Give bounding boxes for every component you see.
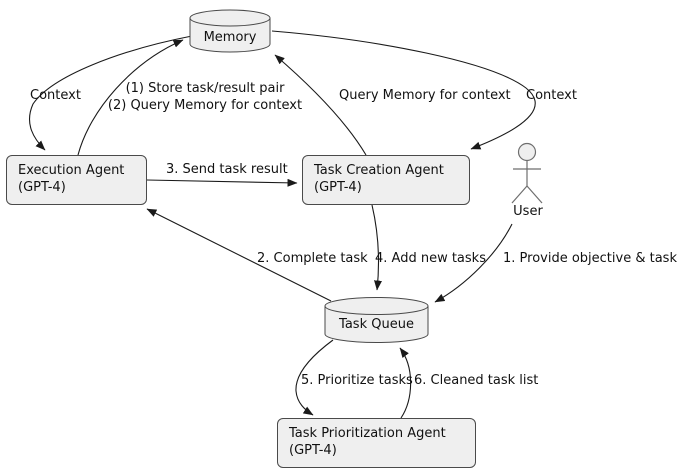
edge-label-store-query: (1) Store task/result pair (2) Query Mem… — [100, 80, 310, 114]
edge-user-to-task-queue — [434, 223, 513, 303]
execution-agent-name: Execution Agent — [18, 163, 125, 178]
edge-label-query-memory: Query Memory for context — [339, 88, 511, 103]
memory-cylinder — [189, 9, 271, 53]
edge-task-creation-agent-to-task-queue — [371, 204, 382, 291]
edge-memory-to-execution-agent — [28, 35, 193, 151]
edge-execution-agent-to-task-creation-agent — [146, 178, 298, 187]
edge-label-prioritize-tasks: 5. Prioritize tasks — [301, 373, 413, 388]
edge-label-add-new-tasks: 4. Add new tasks — [375, 251, 486, 266]
edges — [28, 30, 536, 419]
edge-task-prioritization-agent-to-task-queue — [399, 347, 412, 419]
edge-label-provide-objective: 1. Provide objective & task — [503, 251, 677, 266]
user-label: User — [513, 204, 543, 219]
task-creation-agent-name: Task Creation Agent — [314, 163, 444, 178]
memory-label: Memory — [203, 30, 257, 45]
task-prioritization-agent-name: Task Prioritization Agent — [289, 426, 446, 441]
edge-label-store-query-line2: (2) Query Memory for context — [107, 98, 303, 113]
task-creation-agent-node: Task Creation Agent (GPT-4) — [302, 155, 470, 205]
edge-label-cleaned-task-list: 6. Cleaned task list — [414, 373, 539, 388]
edge-label-complete-task: 2. Complete task — [257, 251, 368, 266]
edge-execution-agent-to-memory — [77, 39, 184, 156]
edge-label-send-task-result: 3. Send task result — [166, 162, 288, 177]
edge-memory-to-task-creation-agent — [271, 30, 536, 150]
edge-label-context-left: Context — [30, 88, 81, 103]
user-actor-icon — [511, 142, 543, 204]
execution-agent-node: Execution Agent (GPT-4) — [6, 155, 147, 205]
task-queue-label: Task Queue — [339, 317, 414, 332]
edge-task-queue-to-task-prioritization-agent — [295, 339, 334, 416]
edge-task-creation-agent-to-memory — [274, 54, 367, 156]
edge-label-context-right: Context — [526, 88, 577, 103]
task-queue-cylinder — [324, 297, 429, 343]
edge-label-store-query-line1: (1) Store task/result pair — [125, 81, 285, 96]
task-prioritization-agent-node: Task Prioritization Agent (GPT-4) — [277, 418, 476, 468]
task-creation-agent-model: (GPT-4) — [314, 180, 362, 195]
execution-agent-model: (GPT-4) — [18, 180, 66, 195]
task-prioritization-agent-model: (GPT-4) — [289, 443, 337, 458]
edge-task-queue-to-execution-agent — [146, 208, 332, 302]
